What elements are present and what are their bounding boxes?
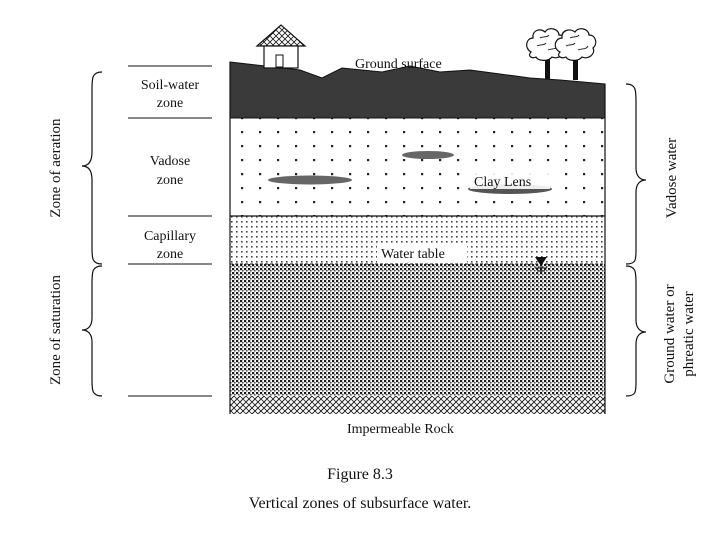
saturation-zone-layer xyxy=(230,264,605,396)
figure-number: Figure 8.3 xyxy=(327,466,393,483)
ground-surface-label: Ground surface xyxy=(355,57,442,72)
ground-water-label: phreatic water xyxy=(681,291,697,376)
zone-separators xyxy=(128,65,212,397)
vadose-zone-label: zone xyxy=(157,173,183,188)
clay-lens xyxy=(402,151,454,159)
house-icon xyxy=(255,24,307,69)
ground-water-label: Ground water or xyxy=(662,284,678,383)
ground-water-bracket xyxy=(625,265,647,397)
water-table-marker-icon xyxy=(535,257,547,274)
zone-of-aeration-bracket xyxy=(81,71,103,265)
capillary-zone-label: Capillary xyxy=(144,229,196,244)
water-table-label: Water table xyxy=(381,247,445,262)
tree-icon xyxy=(554,28,597,80)
vadose-water-bracket xyxy=(625,83,647,265)
soil-water-zone-label: Soil-water xyxy=(141,78,200,93)
clay-lens xyxy=(268,175,352,185)
capillary-zone-label: zone xyxy=(157,247,183,262)
impermeable-rock-layer xyxy=(230,396,605,414)
figure-title: Vertical zones of subsurface water. xyxy=(248,495,472,512)
water-table-label-bg xyxy=(377,245,467,263)
zone-of-saturation-label: Zone of saturation xyxy=(48,275,64,385)
clay-lens-label: Clay Lens xyxy=(474,175,531,190)
zone-of-aeration-label: Zone of aeration xyxy=(48,118,64,218)
soil-water-zone-label: zone xyxy=(157,96,183,111)
vadose-water-label: Vadose water xyxy=(664,138,680,218)
zone-of-saturation-bracket xyxy=(81,265,103,397)
vadose-zone-layer xyxy=(230,118,605,216)
vadose-zone-label: Vadose xyxy=(150,154,190,169)
clay-lens-label-bg xyxy=(470,173,550,189)
impermeable-rock-label: Impermeable Rock xyxy=(347,422,454,437)
